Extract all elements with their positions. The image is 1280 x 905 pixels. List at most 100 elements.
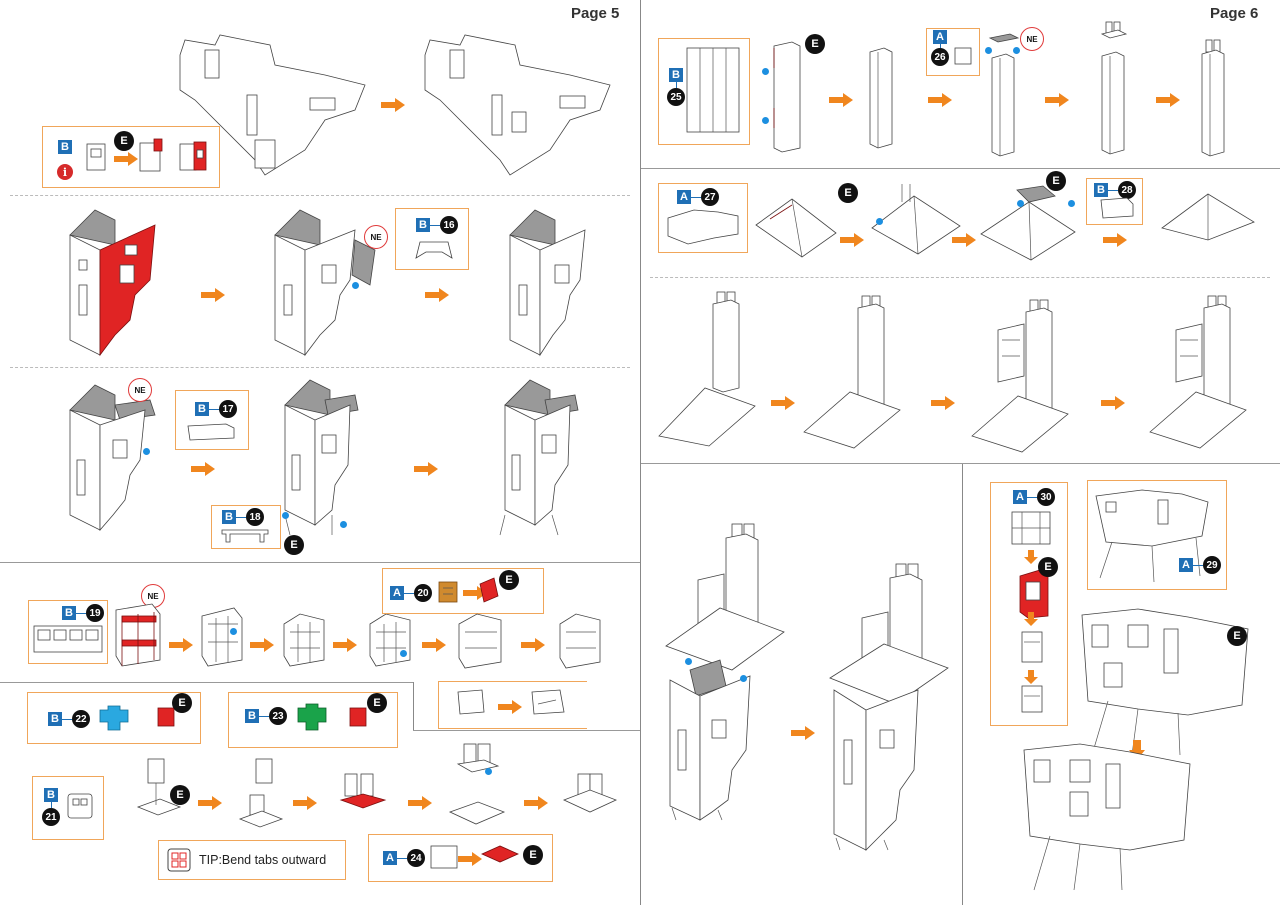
step-arrow-icon <box>381 98 405 112</box>
dashed-divider <box>650 277 1270 278</box>
house-assembly-drawing <box>69 384 156 532</box>
part-24-outline <box>430 845 458 869</box>
part-17-outline <box>187 423 235 441</box>
chimney-base-drawing <box>136 758 182 816</box>
roof-drawing <box>1161 193 1255 241</box>
nozzle-marker: NE <box>141 584 165 608</box>
electronic-tool-marker: E <box>114 131 134 151</box>
section-divider <box>413 682 414 730</box>
connection-point-icon <box>740 675 747 682</box>
step-arrow-icon <box>1101 396 1125 410</box>
electronic-tool-marker: E <box>805 34 825 54</box>
part-27-outline <box>667 209 739 245</box>
chimney-base-drawing <box>238 758 284 828</box>
part-25-outline <box>686 47 740 133</box>
part-30-drawing <box>1011 511 1051 545</box>
down-arrow-icon <box>1024 550 1038 564</box>
chimney-on-roof-drawing <box>658 291 756 447</box>
step-arrow-icon <box>829 93 853 107</box>
electronic-tool-marker: E <box>1038 557 1058 577</box>
part-20-drawing <box>479 577 499 603</box>
part-21-outline <box>67 793 93 819</box>
step-arrow-icon <box>840 233 864 247</box>
chimney-drawing <box>1100 21 1128 155</box>
part-22-folded <box>157 707 175 727</box>
connection-point-icon <box>685 658 692 665</box>
bay-window-drawing <box>115 603 161 667</box>
tip-text: TIP:Bend tabs outward <box>199 853 327 867</box>
nozzle-marker: NE <box>1020 27 1044 51</box>
section-divider <box>962 463 963 905</box>
electronic-tool-marker: E <box>172 693 192 713</box>
down-arrow-icon <box>1024 670 1038 684</box>
connection-point-icon <box>485 768 492 775</box>
connection-point-icon <box>230 628 237 635</box>
step-arrow-icon <box>114 152 138 166</box>
step-arrow-icon <box>1156 93 1180 107</box>
part-23-folded <box>349 707 367 727</box>
house-assembly-drawing <box>274 209 376 357</box>
part-19-outline <box>33 625 103 653</box>
sheet-badge: B <box>58 140 72 154</box>
part-28-outline <box>1100 197 1134 219</box>
step-arrow-icon <box>521 638 545 652</box>
step-arrow-icon <box>931 396 955 410</box>
connection-point-icon <box>876 218 883 225</box>
electronic-tool-marker: E <box>284 535 304 555</box>
roof-drawing <box>871 184 961 255</box>
connection-point-icon <box>762 117 769 124</box>
part-20-drawing <box>438 581 458 603</box>
part-23-drawing <box>297 703 327 731</box>
electronic-tool-marker: E <box>838 183 858 203</box>
info-icon: i <box>57 164 73 180</box>
electronic-tool-marker: E <box>367 693 387 713</box>
part-30-folded <box>1021 685 1043 713</box>
facade-panel-drawing <box>424 34 611 176</box>
facade-with-window-drawing <box>1081 608 1249 756</box>
window-part-drawing <box>179 141 207 171</box>
part-26-outline <box>954 47 972 65</box>
step-arrow-icon <box>524 796 548 810</box>
step-arrow-icon <box>414 462 438 476</box>
chimney-on-roof-drawing <box>1149 295 1247 449</box>
page-number-left: Page 5 <box>571 5 620 22</box>
nozzle-marker: NE <box>364 225 388 249</box>
callout-part-17 <box>175 390 249 450</box>
page-divider <box>640 0 641 905</box>
step-arrow-icon <box>198 796 222 810</box>
electronic-tool-marker: E <box>170 785 190 805</box>
step-arrow-icon <box>169 638 193 652</box>
callout-part-16 <box>395 208 469 270</box>
step-arrow-icon <box>250 638 274 652</box>
step-arrow-icon <box>422 638 446 652</box>
part-22-drawing <box>99 705 129 731</box>
connection-point-icon <box>1017 200 1024 207</box>
step-arrow-icon <box>293 796 317 810</box>
window-part-drawing <box>86 143 106 171</box>
connection-point-icon <box>762 68 769 75</box>
chimney-on-roof-drawing <box>803 295 901 449</box>
dashed-divider <box>10 195 630 196</box>
connection-point-icon <box>1013 47 1020 54</box>
section-divider <box>0 682 413 683</box>
part-30-folded <box>1019 569 1049 619</box>
chimney-drawing <box>1201 39 1225 157</box>
electronic-tool-marker: E <box>499 570 519 590</box>
part-24-folded <box>481 845 519 863</box>
step-arrow-icon <box>191 462 215 476</box>
down-arrow-icon <box>1024 612 1038 626</box>
window-part-drawing <box>139 138 163 172</box>
step-arrow-icon <box>333 638 357 652</box>
